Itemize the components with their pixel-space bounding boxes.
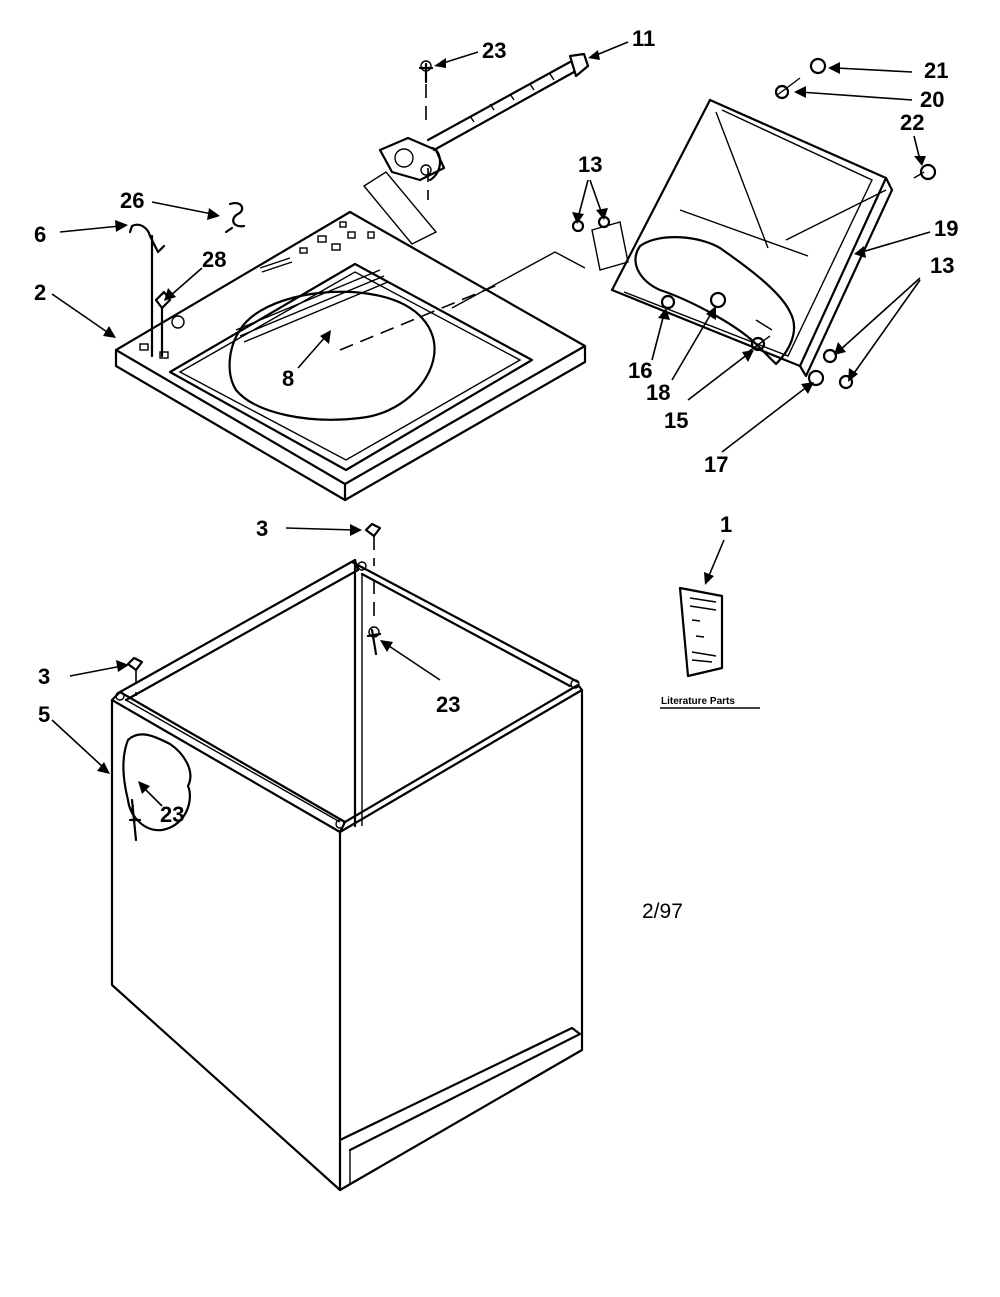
callout-11: 11 <box>632 26 655 51</box>
callout-23-top: 23 <box>482 38 506 63</box>
lid <box>571 57 937 390</box>
callout-22: 22 <box>900 110 924 135</box>
cabinet <box>110 558 584 1192</box>
callout-3-mid: 3 <box>256 516 268 541</box>
callout-26: 26 <box>120 188 144 213</box>
callout-23-mid: 23 <box>436 692 460 717</box>
callout-28: 28 <box>202 247 226 272</box>
callout-18: 18 <box>646 380 670 405</box>
callout-16: 16 <box>628 358 652 383</box>
callout-1: 1 <box>720 512 732 537</box>
hose-assembly <box>362 52 590 245</box>
leader-lines <box>51 41 931 807</box>
top-panel <box>114 210 587 502</box>
literature-booklet: Literature Parts <box>660 586 760 709</box>
callout-23-left: 23 <box>160 802 184 827</box>
callout-8: 8 <box>282 366 294 391</box>
callout-13-right: 13 <box>930 253 954 278</box>
callout-17: 17 <box>704 452 728 477</box>
small-parts <box>126 202 382 696</box>
literature-label: Literature Parts <box>661 696 735 707</box>
callout-13-top: 13 <box>578 152 602 177</box>
callout-3-left: 3 <box>38 664 50 689</box>
callouts: 23 11 21 20 22 13 19 13 26 6 28 2 8 16 1… <box>34 26 958 923</box>
callout-5: 5 <box>38 702 50 727</box>
callout-15: 15 <box>664 408 688 433</box>
callout-2: 2 <box>34 280 46 305</box>
callout-19: 19 <box>934 216 958 241</box>
callout-21: 21 <box>924 58 948 83</box>
date-code: 2/97 <box>642 900 683 923</box>
callout-20: 20 <box>920 87 944 112</box>
callout-6: 6 <box>34 222 46 247</box>
